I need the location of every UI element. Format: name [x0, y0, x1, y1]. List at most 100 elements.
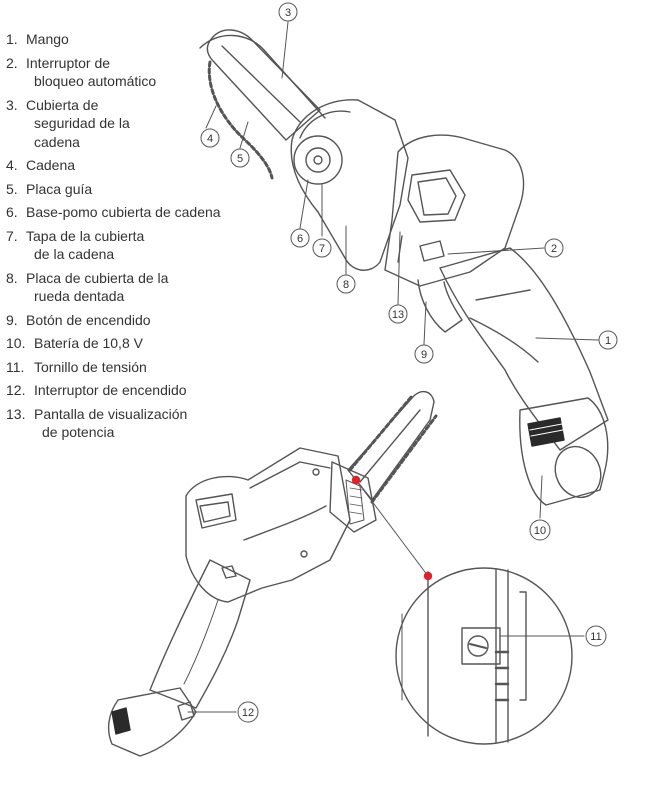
legend-number: 7.: [6, 227, 18, 244]
svg-text:1: 1: [605, 335, 611, 347]
callout-7: 7: [312, 238, 332, 258]
legend-label: Mango: [6, 30, 276, 49]
callout-8: 8: [336, 274, 356, 294]
legend-label-line: Tornillo de tensión: [34, 358, 147, 375]
callout-2: 2: [544, 238, 564, 258]
legend-label-line: rueda dentada: [34, 288, 125, 304]
legend-label: Pantalla de visualización de potencia: [6, 405, 276, 442]
legend-label: Interruptor de encendido: [6, 381, 276, 400]
legend-number: 1.: [6, 31, 18, 47]
legend-label-line: Interruptor de encendido: [34, 382, 187, 398]
legend-item: 13. Pantalla de visualización de potencia: [6, 405, 276, 442]
legend-label-line: Tapa de la cubierta: [26, 227, 145, 244]
svg-text:9: 9: [421, 349, 427, 361]
legend-label: Tornillo de tensión: [6, 358, 276, 377]
legend-item: 3. Cubierta de seguridad de la cadena: [6, 96, 276, 152]
legend-label: Tapa de la cubierta de la cadena: [6, 227, 276, 264]
battery-top: [519, 397, 609, 506]
callout-11: 11: [585, 625, 607, 647]
legend-number: 9.: [6, 311, 18, 328]
top-saw-illustration: [199, 29, 609, 506]
legend-number: 10.: [6, 335, 26, 351]
legend-label-line: Batería de 10,8 V: [34, 335, 143, 351]
handle-bottom: [149, 559, 251, 709]
svg-text:2: 2: [551, 243, 557, 255]
legend-label-line: Botón de encendido: [26, 311, 151, 328]
legend-label-line: Interruptor de: [26, 54, 111, 71]
legend-label-line: de la cadena: [34, 246, 115, 262]
svg-text:10: 10: [534, 525, 546, 537]
tension-screw-detail: [395, 567, 573, 745]
callout-3: 3: [278, 2, 298, 22]
legend-item: 2. Interruptor de bloqueo automático: [6, 54, 276, 91]
chain-safety-cover-top: [199, 34, 326, 119]
legend-label-line: Cadena: [26, 157, 76, 173]
svg-text:8: 8: [343, 279, 349, 291]
legend-label: Botón de encendido: [6, 311, 276, 330]
legend-label-line: Placa de cubierta de la: [26, 269, 169, 286]
svg-text:11: 11: [590, 631, 601, 643]
bottom-saw-illustration: [107, 391, 438, 757]
motor-housing-bottom: [185, 447, 351, 603]
legend-label-line: Base-pomo cubierta de cadena: [26, 204, 221, 220]
legend-item: 5. Placa guía: [6, 180, 276, 199]
callout-1: 1: [598, 330, 618, 350]
legend-item: 6. Base-pomo cubierta de cadena: [6, 203, 276, 222]
legend-label-line: Mango: [26, 31, 69, 47]
parts-legend: 1. Mango 2. Interruptor de bloqueo automátic…: [6, 30, 276, 447]
legend-label-line: de potencia: [42, 424, 115, 440]
trigger-top: [417, 279, 463, 333]
guide-bar-bottom: [347, 391, 435, 501]
legend-label: Cubierta de seguridad de la cadena: [6, 96, 276, 152]
lock-switch-top: [419, 240, 445, 262]
legend-item: 4. Cadena: [6, 156, 276, 175]
legend-number: 8.: [6, 269, 18, 286]
motor-housing-top: [384, 134, 525, 287]
legend-label: Batería de 10,8 V: [6, 334, 276, 353]
legend-number: 3.: [6, 96, 18, 113]
callout-5: 5: [230, 148, 250, 168]
callout-9: 9: [414, 344, 434, 364]
legend-item: 10. Batería de 10,8 V: [6, 334, 276, 353]
chain-cover-top: [290, 99, 409, 271]
chain-top: [207, 60, 274, 180]
svg-text:3: 3: [285, 7, 291, 19]
legend-label-line: Pantalla de visualización: [34, 405, 188, 422]
legend-label: Placa guía: [6, 180, 276, 199]
legend-label: Interruptor de bloqueo automático: [6, 54, 276, 91]
leader-lines: [187, 21, 599, 713]
handle-top: [439, 247, 609, 451]
legend-number: 2.: [6, 54, 18, 71]
legend-number: 12.: [6, 382, 26, 398]
svg-text:5: 5: [237, 153, 243, 165]
battery-bottom: [107, 687, 197, 757]
svg-text:7: 7: [319, 243, 325, 255]
legend-number: 11.: [6, 358, 25, 375]
legend-number: 13.: [6, 405, 26, 422]
cover-knob-top: [293, 135, 343, 185]
chain-bottom: [348, 394, 438, 504]
svg-text:6: 6: [297, 233, 303, 245]
legend-label: Cadena: [6, 156, 276, 175]
legend-item: 11. Tornillo de tensión: [6, 358, 276, 377]
svg-text:4: 4: [207, 133, 213, 145]
svg-text:13: 13: [392, 309, 404, 321]
legend-label-line: Cubierta de: [26, 96, 99, 113]
legend-item: 8. Placa de cubierta de la rueda dentada: [6, 269, 276, 306]
legend-item: 1. Mango: [6, 30, 276, 49]
legend-label: Placa de cubierta de la rueda dentada: [6, 269, 276, 306]
callout-12: 12: [237, 701, 259, 723]
legend-label-line: Placa guía: [26, 180, 93, 197]
legend-label-line: bloqueo automático: [34, 73, 157, 89]
svg-text:12: 12: [242, 707, 254, 719]
legend-label-line: cadena: [34, 133, 80, 150]
legend-item: 7. Tapa de la cubierta de la cadena: [6, 227, 276, 264]
legend-number: 6.: [6, 204, 18, 220]
legend-number: 5.: [6, 180, 18, 197]
legend-label-line: seguridad de la: [34, 115, 130, 131]
callout-6: 6: [290, 228, 310, 248]
legend-number: 4.: [6, 157, 18, 173]
legend-item: 12. Interruptor de encendido: [6, 381, 276, 400]
legend-label: Base-pomo cubierta de cadena: [6, 203, 276, 222]
